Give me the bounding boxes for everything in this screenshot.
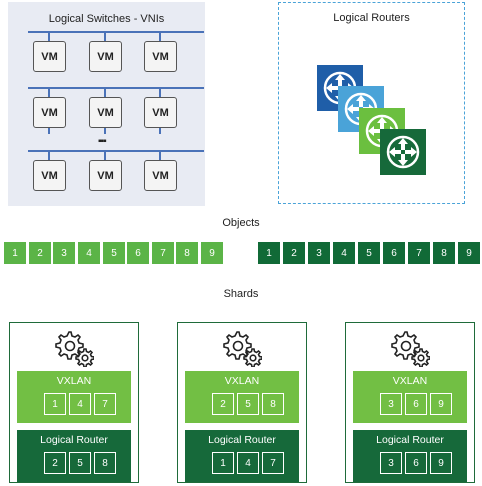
vm-box: VM — [33, 97, 66, 128]
bus-drop — [159, 89, 161, 97]
vxlan-title: VXLAN — [392, 375, 428, 387]
router-cell: 1 — [212, 452, 234, 474]
router-cell: 7 — [262, 452, 284, 474]
bus-drop — [159, 128, 161, 134]
object-dark: 3 — [308, 242, 330, 264]
object-light: 1 — [4, 242, 26, 264]
logical-router-band: Logical Router 1 4 7 — [185, 430, 299, 482]
object-light: 6 — [127, 242, 149, 264]
vm-box: VM — [144, 97, 177, 128]
object-dark: 4 — [333, 242, 355, 264]
bus-drop — [48, 152, 50, 160]
vm-box: VM — [33, 41, 66, 72]
logical-switches-panel: Logical Switches - VNIs VM VM VM VM VM V… — [8, 2, 205, 206]
switch-bus — [28, 31, 204, 33]
vxlan-band: VXLAN 3 6 9 — [353, 371, 467, 423]
bus-drop — [104, 89, 106, 97]
object-light: 2 — [29, 242, 51, 264]
vm-box: VM — [33, 160, 66, 191]
object-dark: 9 — [458, 242, 480, 264]
vxlan-cell: 3 — [380, 393, 402, 415]
bus-drop — [159, 152, 161, 160]
vxlan-title: VXLAN — [56, 375, 92, 387]
vm-box: VM — [89, 160, 122, 191]
logical-routers-panel: Logical Routers — [278, 2, 465, 204]
vxlan-band: VXLAN 1 4 7 — [17, 371, 131, 423]
vxlan-cell: 4 — [69, 393, 91, 415]
vxlan-cell: 5 — [237, 393, 259, 415]
logical-router-title: Logical Router — [376, 434, 444, 446]
bus-drop — [48, 128, 50, 134]
vxlan-cell: 2 — [212, 393, 234, 415]
object-dark: 2 — [283, 242, 305, 264]
vm-box: VM — [89, 97, 122, 128]
shard-box: VXLAN 3 6 9 Logical Router 3 6 9 — [345, 322, 475, 483]
switch-bus — [28, 150, 204, 152]
gears-icon — [391, 331, 430, 367]
vxlan-cell: 9 — [430, 393, 452, 415]
shard-box: VXLAN 1 4 7 Logical Router 2 5 8 — [9, 322, 139, 483]
vm-box: VM — [89, 41, 122, 72]
router-cell: 8 — [94, 452, 116, 474]
object-light: 4 — [78, 242, 100, 264]
router-cell: 3 — [380, 452, 402, 474]
bus-drop — [104, 152, 106, 160]
object-light: 7 — [152, 242, 174, 264]
logical-router-band: Logical Router 3 6 9 — [353, 430, 467, 482]
router-cell: 5 — [69, 452, 91, 474]
shard-box: VXLAN 2 5 8 Logical Router 1 4 7 — [177, 322, 307, 483]
vm-box: VM — [144, 160, 177, 191]
more-ellipsis: ▪▪▪ — [98, 136, 107, 147]
vxlan-title: VXLAN — [224, 375, 260, 387]
object-dark: 5 — [358, 242, 380, 264]
vxlan-cell: 6 — [405, 393, 427, 415]
bus-drop — [48, 33, 50, 41]
bus-drop — [159, 33, 161, 41]
object-dark: 1 — [258, 242, 280, 264]
vxlan-cell: 1 — [44, 393, 66, 415]
object-light: 3 — [53, 242, 75, 264]
router-cell: 2 — [44, 452, 66, 474]
gears-icon — [223, 331, 262, 367]
logical-routers-title: Logical Routers — [333, 12, 410, 24]
shards-label: Shards — [223, 288, 259, 300]
bus-drop — [48, 89, 50, 97]
vxlan-band: VXLAN 2 5 8 — [185, 371, 299, 423]
object-light: 8 — [176, 242, 198, 264]
bus-drop — [104, 33, 106, 41]
object-light: 9 — [201, 242, 223, 264]
logical-router-title: Logical Router — [40, 434, 108, 446]
router-cell: 9 — [430, 452, 452, 474]
switch-bus — [28, 87, 204, 89]
gears-icon — [55, 331, 94, 367]
object-dark: 6 — [383, 242, 405, 264]
logical-router-band: Logical Router 2 5 8 — [17, 430, 131, 482]
vxlan-cell: 8 — [262, 393, 284, 415]
logical-router-title: Logical Router — [208, 434, 276, 446]
object-light: 5 — [103, 242, 125, 264]
vm-box: VM — [144, 41, 177, 72]
object-dark: 8 — [433, 242, 455, 264]
bus-drop — [104, 128, 106, 134]
object-dark: 7 — [408, 242, 430, 264]
vxlan-cell: 7 — [94, 393, 116, 415]
router-cell: 4 — [237, 452, 259, 474]
router-cell: 6 — [405, 452, 427, 474]
objects-label: Objects — [222, 217, 260, 229]
logical-switches-title: Logical Switches - VNIs — [48, 13, 165, 25]
router-icon — [380, 129, 426, 175]
